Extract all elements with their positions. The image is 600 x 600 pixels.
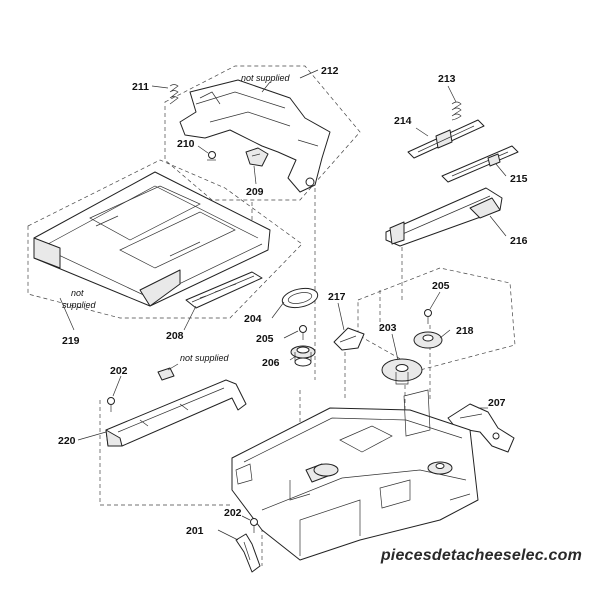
part-209-small-bracket	[245, 147, 269, 167]
callout-210: 210	[177, 138, 195, 150]
part-211-spring	[169, 84, 179, 105]
part-203-large-gear	[381, 358, 423, 385]
callout-216: 216	[510, 235, 528, 247]
part-218-small-gear	[413, 331, 443, 349]
part-212-bracket	[179, 79, 331, 193]
part-210-clip	[207, 151, 216, 161]
callout-211: 211	[132, 81, 149, 93]
watermark-text: piecesdetacheeselec.com	[380, 547, 582, 564]
part-214-slide	[407, 119, 485, 159]
part-219-tray-frame	[33, 171, 271, 307]
callout-218: 218	[456, 325, 474, 337]
part-205-screw-left	[299, 325, 307, 340]
callout-212: 212	[321, 65, 339, 77]
part-204-belt	[281, 287, 319, 309]
callout-201: 201	[186, 525, 204, 537]
main-chassis	[231, 389, 479, 561]
small-clip-not-supplied	[157, 367, 175, 381]
part-206-gear	[290, 345, 316, 367]
leader-lines	[59, 69, 507, 541]
note-not-supplied-212: not supplied	[241, 73, 291, 83]
part-213-spring	[451, 101, 462, 121]
not-supplied-notes: not supplied not supplied not supplied	[62, 73, 291, 363]
part-216-slide	[385, 187, 503, 247]
part-217-lever	[333, 327, 365, 351]
callout-217: 217	[328, 291, 346, 303]
callout-219: 219	[62, 335, 80, 347]
callout-202-upper: 202	[110, 365, 128, 377]
part-215-slide	[441, 145, 519, 183]
callout-205-left: 205	[256, 333, 274, 345]
callout-207: 207	[488, 397, 506, 409]
note-not-supplied-219-line1: not	[71, 288, 84, 298]
callout-208: 208	[166, 330, 184, 342]
callout-205-right: 205	[432, 280, 450, 292]
part-202-screw-upper	[107, 397, 115, 412]
part-205-screw-right	[424, 309, 432, 324]
callout-213: 213	[438, 73, 456, 85]
part-208-slider	[185, 271, 263, 309]
callout-209: 209	[246, 186, 264, 198]
part-220-rail	[105, 379, 247, 447]
part-201-bracket	[235, 533, 261, 573]
callout-204: 204	[244, 313, 262, 325]
note-not-supplied-220: not supplied	[180, 353, 230, 363]
part-202-screw-lower	[250, 518, 258, 533]
note-not-supplied-219-line2: supplied	[62, 300, 97, 310]
callout-214: 214	[394, 115, 412, 127]
callout-220: 220	[58, 435, 76, 447]
callout-215: 215	[510, 173, 528, 185]
callout-203: 203	[379, 322, 397, 334]
callout-206: 206	[262, 357, 280, 369]
callout-labels: 211 212 210 209 213 214 215 216 219 208 …	[58, 65, 528, 537]
callout-202-lower: 202	[224, 507, 242, 519]
